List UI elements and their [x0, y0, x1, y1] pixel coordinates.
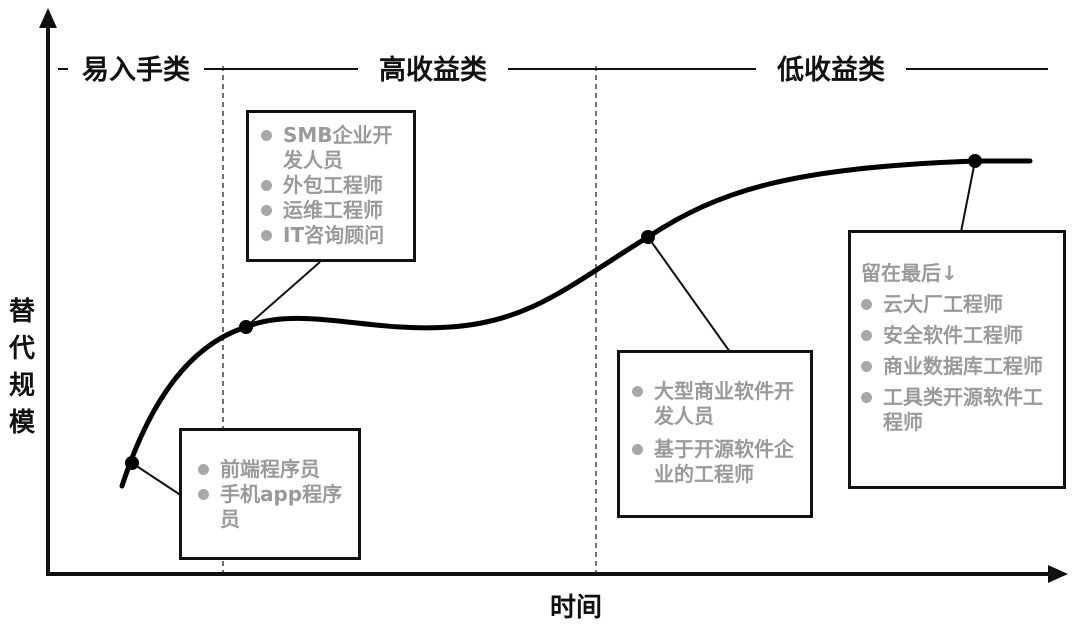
list-item: 工具类开源软件工程师	[853, 385, 1055, 435]
list-item: 安全软件工程师	[853, 323, 1055, 348]
x-axis-arrow	[1048, 565, 1068, 583]
leader-line-smb	[245, 261, 321, 328]
list-item: 外包工程师	[253, 173, 407, 198]
list-item: 手机app程序员	[190, 482, 352, 532]
y-axis-label-char: 规	[9, 371, 35, 401]
callout-box-entry: 前端程序员 手机app程序员	[179, 428, 361, 560]
curve-point-smb	[239, 320, 253, 334]
x-axis-label: 时间	[550, 593, 602, 623]
callout-box-last: 留在最后↓ 云大厂工程师 安全软件工程师 商业数据库工程师 工具类开源软件工程师	[848, 230, 1066, 489]
y-axis-label-char: 模	[9, 408, 36, 438]
y-axis-label-char: 替	[9, 297, 35, 327]
leader-line-big	[647, 236, 731, 353]
leader-line-entry	[131, 462, 183, 497]
y-axis-label-char: 代	[8, 334, 35, 364]
y-axis-arrow	[39, 8, 57, 28]
zone-title-high: 高收益类	[379, 54, 487, 86]
list-item: 商业数据库工程师	[853, 354, 1055, 379]
leader-line-last	[960, 160, 976, 233]
list-item: SMB企业开发人员	[253, 123, 407, 173]
note-text: 留在最后↓	[861, 261, 958, 285]
list-item: 大型商业软件开发人员	[624, 379, 802, 429]
callout-box-smb: SMB企业开发人员 外包工程师 运维工程师 IT咨询顾问	[246, 110, 416, 262]
zone-title-low: 低收益类	[776, 55, 885, 86]
curve-point-entry	[125, 456, 139, 470]
list-item: 运维工程师	[253, 198, 407, 223]
curve-point-last	[968, 154, 982, 168]
callout-box-big: 大型商业软件开发人员 基于开源软件企业的工程师	[617, 350, 813, 518]
list-item: IT咨询顾问	[253, 223, 407, 248]
list-item: 云大厂工程师	[853, 292, 1055, 317]
list-item: 基于开源软件企业的工程师	[624, 437, 802, 487]
growth-curve	[119, 158, 1033, 489]
list-item: 前端程序员	[190, 457, 352, 482]
curve-point-big	[641, 230, 655, 244]
zone-title-easy: 易入手类	[82, 55, 190, 86]
